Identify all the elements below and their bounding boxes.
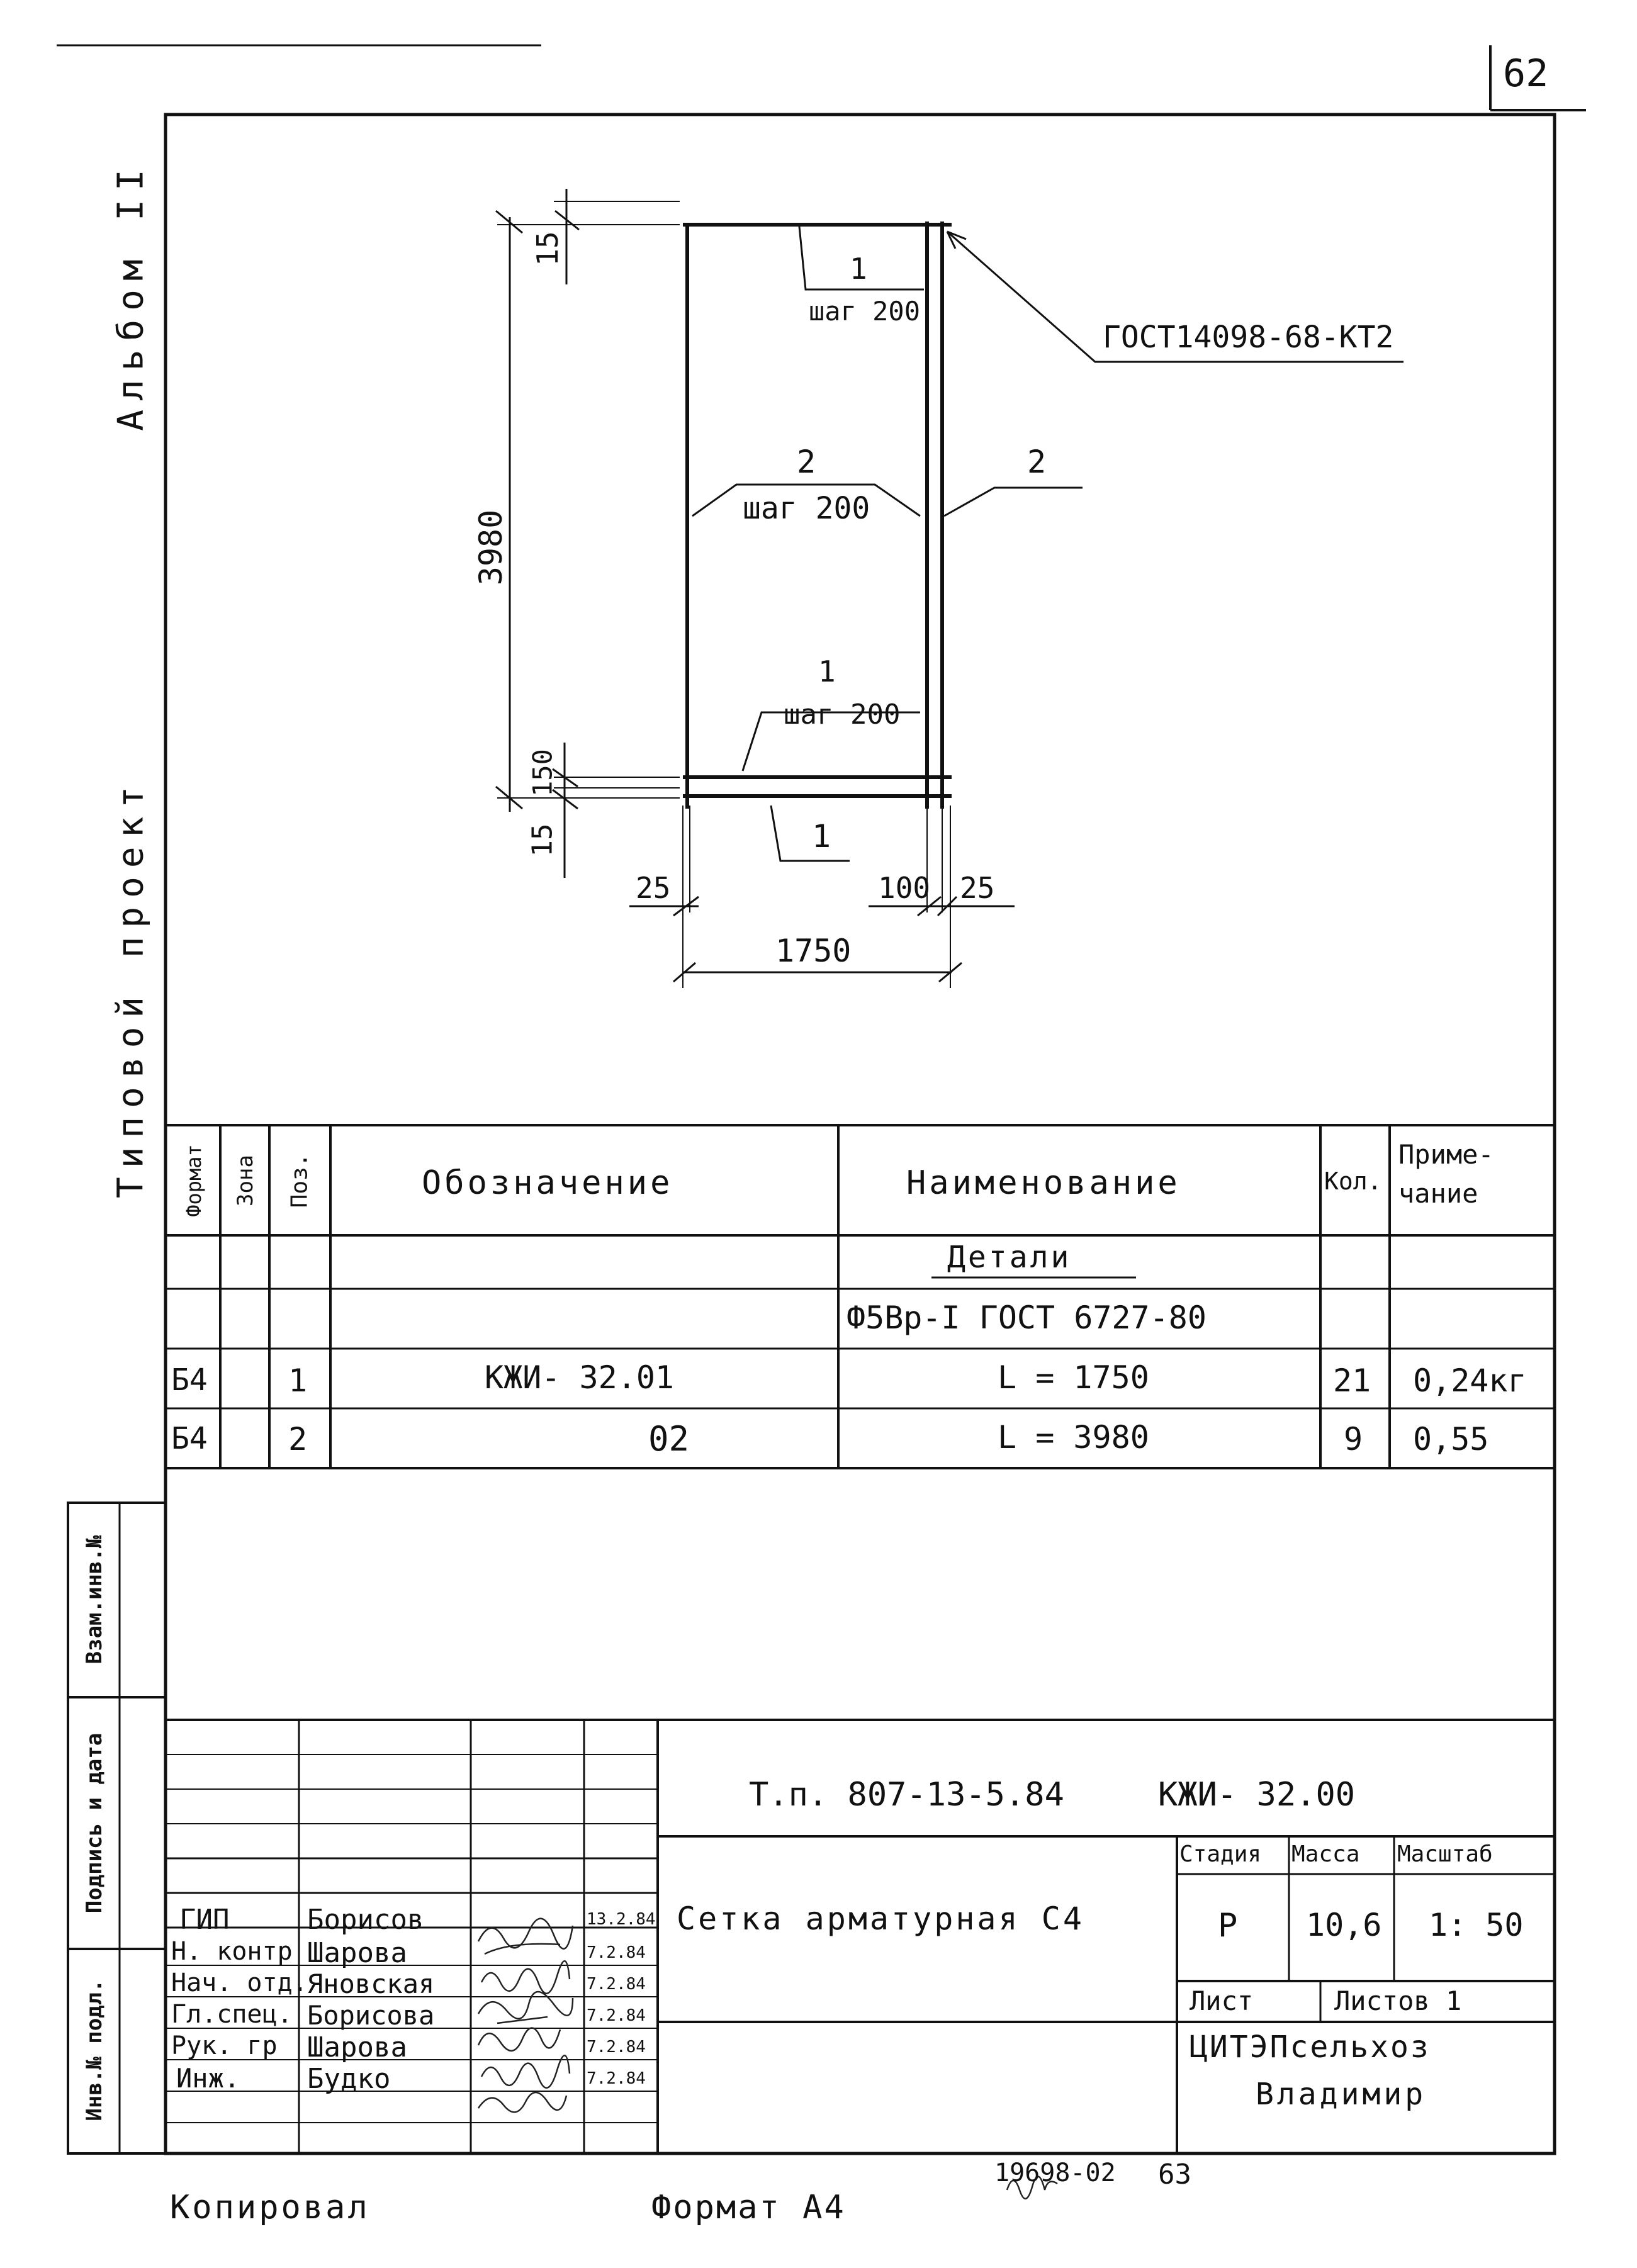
mass-value: 10,6 <box>1306 1907 1382 1943</box>
leader-top-pos: 1 <box>850 252 867 286</box>
strip-inv-podl: Инв.№ подл. <box>82 1979 107 2121</box>
header-zone: Зона <box>233 1155 258 1206</box>
signer-role: Гл.спец. <box>171 2000 293 2029</box>
footer-page-no: 63 <box>1158 2159 1191 2191</box>
scale-value: 1: 50 <box>1429 1907 1524 1943</box>
sheet-label: Лист <box>1190 1985 1254 2016</box>
signer-date: 7.2.84 <box>587 1943 646 1962</box>
strip-vzam-inv: Взам.инв.№ <box>82 1535 107 1665</box>
row2-note: 0,55 <box>1413 1421 1489 1457</box>
row2-format: Б4 <box>171 1421 208 1456</box>
header-qty: Кол. <box>1324 1167 1382 1195</box>
signer-date: 7.2.84 <box>587 2038 646 2057</box>
project-label: Типовой проект <box>110 777 152 1199</box>
dim-height-3980: 3980 <box>473 509 509 586</box>
row2-designation: 02 <box>648 1419 690 1459</box>
stage-value: Р <box>1218 1907 1238 1945</box>
dim-25-left: 25 <box>636 871 671 905</box>
header-pos: Поз. <box>286 1153 313 1208</box>
header-designation: Обозначение <box>422 1164 673 1202</box>
signer-name: Шарова <box>307 2031 407 2063</box>
signer-role: Рук. гр <box>171 2031 278 2060</box>
org-line-2: Владимир <box>1256 2077 1427 2112</box>
org-line-1: ЦИТЭПсельхоз <box>1190 2029 1431 2065</box>
dim-100: 100 <box>878 871 931 905</box>
leader-mid-left-step: шаг 200 <box>743 491 870 526</box>
leader-mid-left-pos: 2 <box>797 444 816 480</box>
project-code: Т.п. 807-13-5.84 <box>749 1776 1064 1814</box>
signer-role: Инж. <box>176 2063 240 2094</box>
stage-label: Стадия <box>1179 1841 1262 1867</box>
footer-copied: Копировал <box>170 2189 370 2226</box>
signer-name: Будко <box>307 2063 391 2095</box>
signer-date: 7.2.84 <box>587 2069 646 2088</box>
leader-top-step: шаг 200 <box>809 296 921 327</box>
mass-label: Масса <box>1291 1841 1360 1867</box>
drawing-title: Сетка арматурная С4 <box>677 1900 1084 1937</box>
signer-role: Н. контр <box>171 1937 293 1966</box>
row1-name: L = 1750 <box>998 1359 1149 1396</box>
scale-label: Масштаб <box>1397 1841 1493 1867</box>
dim-15-low: 15 <box>526 823 559 857</box>
signer-date: 7.2.84 <box>587 1975 646 1994</box>
header-format: Формат <box>182 1144 206 1217</box>
header-note-1: Приме- <box>1398 1139 1494 1170</box>
leader-mid-right-pos: 2 <box>1027 444 1047 480</box>
footer-doc-no: 19698-02 <box>994 2159 1116 2187</box>
section-title: Детали <box>947 1240 1072 1275</box>
strip-podpis-data: Подпись и дата <box>82 1732 107 1914</box>
leader-low-pos: 1 <box>818 654 836 688</box>
leader-bottom-pos: 1 <box>812 818 831 855</box>
signer-name: Яновская <box>307 1968 435 1999</box>
signer-role: ГИП <box>179 1904 230 1936</box>
sheets-label: Листов 1 <box>1334 1985 1462 2016</box>
signer-role: Нач. отд. <box>171 1968 308 1997</box>
leader-low-step: шаг 200 <box>784 699 901 731</box>
signer-date: 13.2.84 <box>587 1910 656 1929</box>
gost-leader-label: ГОСТ14098-68-КТ2 <box>1103 320 1394 355</box>
dim-150: 150 <box>527 749 558 797</box>
dim-width-1750: 1750 <box>775 933 852 969</box>
material-spec: Ф5Вр-I ГОСТ 6727-80 <box>847 1300 1207 1336</box>
row1-qty: 21 <box>1333 1362 1371 1399</box>
album-label: Альбом II <box>110 160 152 431</box>
signatures <box>477 1917 1058 2199</box>
row1-format: Б4 <box>171 1362 208 1398</box>
dim-top-15: 15 <box>531 231 565 266</box>
footer-format: Формат А4 <box>651 2189 846 2226</box>
doc-code: КЖИ- 32.00 <box>1158 1776 1356 1814</box>
row2-qty: 9 <box>1344 1421 1363 1457</box>
signer-name: Борисова <box>307 2000 435 2031</box>
row2-name: L = 3980 <box>998 1419 1149 1456</box>
row1-designation: КЖИ- 32.01 <box>485 1359 675 1396</box>
row1-pos: 1 <box>288 1362 308 1399</box>
signer-name: Шарова <box>307 1937 407 1969</box>
header-name: Наименование <box>906 1164 1181 1202</box>
signer-name: Борисов <box>307 1904 424 1936</box>
row1-note: 0,24кг <box>1413 1362 1527 1399</box>
dim-25-right: 25 <box>960 871 995 905</box>
header-note-2: чание <box>1398 1178 1478 1209</box>
page-number: 62 <box>1503 52 1549 96</box>
row2-pos: 2 <box>288 1421 308 1457</box>
signer-date: 7.2.84 <box>587 2006 646 2025</box>
